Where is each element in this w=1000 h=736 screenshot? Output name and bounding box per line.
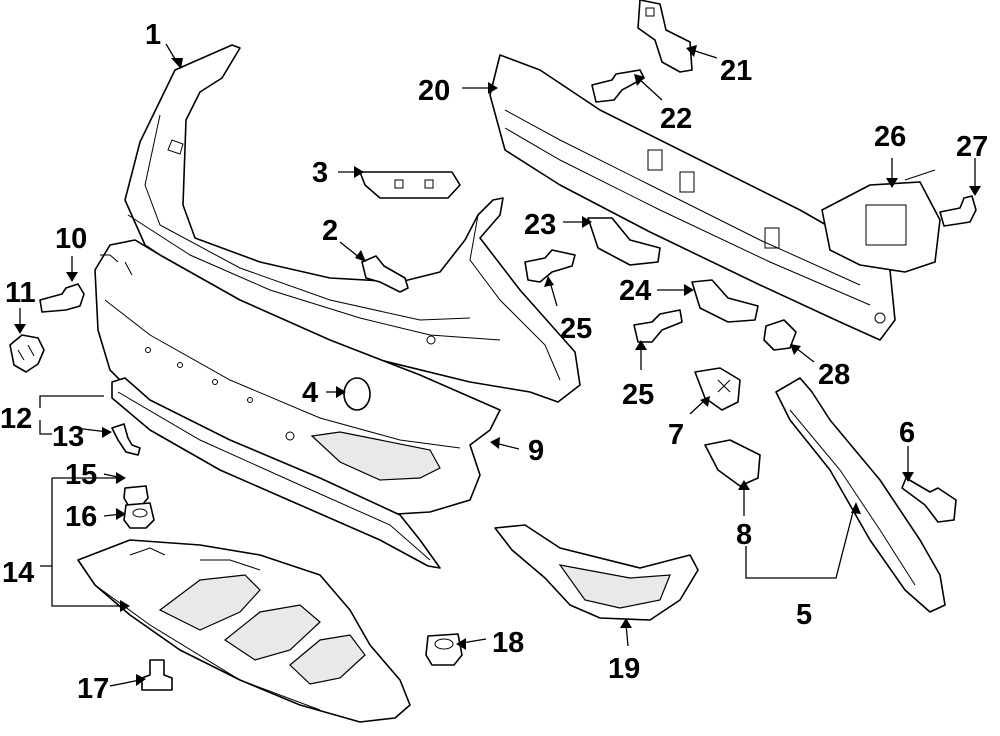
callout-numbers: 1 2 3 4 5 6 7 8 9 10 11 12 13 14 15 16 1… bbox=[0, 19, 988, 705]
callout-26: 26 bbox=[874, 121, 906, 153]
callout-6: 6 bbox=[899, 417, 915, 449]
callout-14: 14 bbox=[2, 557, 34, 589]
nut-28 bbox=[763, 319, 797, 351]
callout-9: 9 bbox=[528, 435, 544, 467]
clip-11 bbox=[9, 334, 45, 373]
bracket-24 bbox=[691, 279, 759, 323]
bolt-27 bbox=[939, 195, 977, 227]
callout-12: 12 bbox=[0, 403, 32, 435]
nut-16 bbox=[123, 502, 155, 529]
callout-3: 3 bbox=[312, 157, 328, 189]
callout-28: 28 bbox=[818, 359, 850, 391]
callout-11: 11 bbox=[5, 277, 36, 309]
callout-16: 16 bbox=[65, 501, 97, 533]
callout-15: 15 bbox=[65, 459, 97, 491]
callout-8: 8 bbox=[736, 519, 752, 551]
screw-2 bbox=[361, 255, 409, 293]
callout-18: 18 bbox=[492, 627, 524, 659]
callout-27: 27 bbox=[956, 131, 988, 163]
callout-13: 13 bbox=[52, 421, 84, 453]
bracket-23 bbox=[587, 217, 661, 266]
bolt-25a bbox=[524, 249, 576, 283]
sensor-bracket bbox=[821, 169, 941, 273]
bolt-25b bbox=[633, 309, 683, 343]
callout-4: 4 bbox=[302, 377, 318, 409]
bracket-3 bbox=[359, 171, 461, 199]
callout-21: 21 bbox=[720, 55, 752, 87]
bracket-21 bbox=[637, 0, 693, 73]
undertray bbox=[77, 539, 411, 723]
callout-7: 7 bbox=[668, 419, 684, 451]
nut-18 bbox=[425, 633, 463, 666]
callout-5: 5 bbox=[796, 599, 812, 631]
nut-15 bbox=[123, 485, 149, 506]
callout-1: 1 bbox=[145, 19, 161, 51]
callout-24: 24 bbox=[619, 275, 651, 307]
clip-8 bbox=[704, 439, 761, 487]
arrowheads bbox=[14, 45, 981, 686]
callout-20: 20 bbox=[418, 75, 450, 107]
reinforcement-bar bbox=[489, 54, 896, 341]
side-bracket bbox=[775, 377, 946, 613]
callout-25b: 25 bbox=[622, 379, 654, 411]
lower-trim-strip bbox=[111, 377, 441, 569]
clip-13 bbox=[111, 423, 141, 456]
pin-17 bbox=[141, 659, 173, 691]
callout-25a: 25 bbox=[560, 313, 592, 345]
callout-23: 23 bbox=[524, 209, 556, 241]
callout-22: 22 bbox=[660, 103, 692, 135]
callout-17: 17 bbox=[77, 673, 109, 705]
callout-10: 10 bbox=[55, 223, 87, 255]
fog-bezel bbox=[494, 524, 699, 621]
bolt-6 bbox=[901, 477, 957, 523]
bolt-10 bbox=[39, 283, 85, 313]
callout-19: 19 bbox=[608, 653, 640, 685]
callout-2: 2 bbox=[322, 215, 338, 247]
plug-4 bbox=[343, 377, 371, 411]
